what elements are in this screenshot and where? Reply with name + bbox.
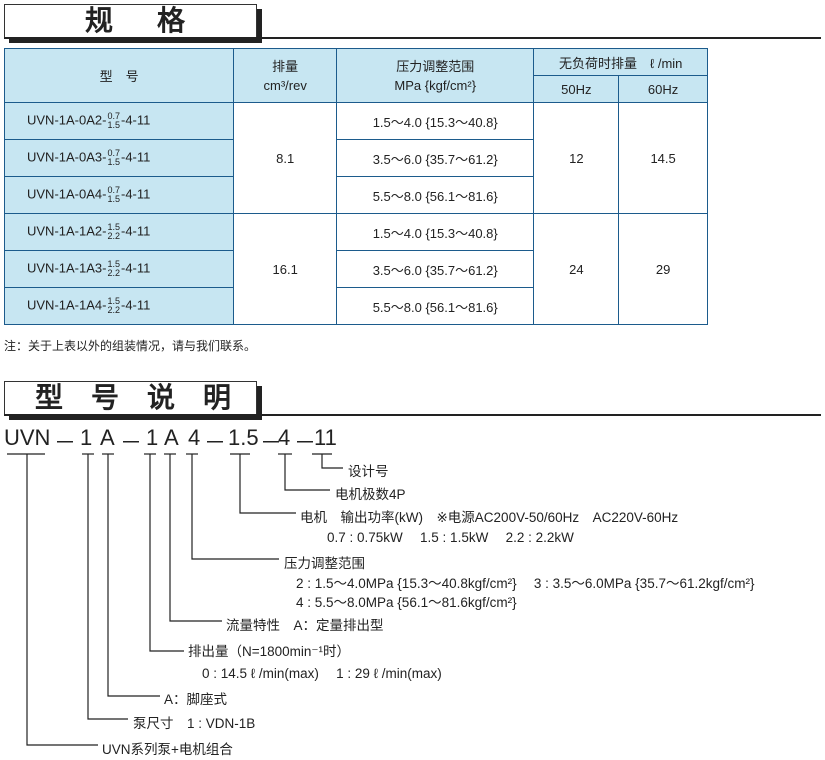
pressure-cell: 1.5～4.0 {15.3～40.8} <box>336 213 535 251</box>
label-pressure-options-1: 2 : 1.5～4.0MPa {15.3～40.8kgf/cm²} 3 : 3.… <box>296 576 755 591</box>
label-motor-options: 0.7 : 0.75kW 1.5 : 1.5kW 2.2 : 2.2kW <box>327 530 574 545</box>
spec-table: 型 号 排量 cm³/rev 压力调整范围 MPa {kgf/cm²} 无负荷时… <box>3 48 708 325</box>
header-displacement: 排量 cm³/rev <box>233 48 338 103</box>
section-title-char: 规 <box>85 4 114 37</box>
label-displacement-options: 0 : 14.5 ℓ /min(max) 1 : 29 ℓ /min(max) <box>202 666 442 681</box>
header-displacement-label: 排量 <box>272 58 299 74</box>
table-note: 注：关于上表以外的组装情况，请与我们联系。 <box>4 339 257 353</box>
section-title-char: 说 <box>147 381 176 414</box>
displacement-cell: 8.1 <box>233 102 338 214</box>
section-title-char: 型 <box>35 381 64 414</box>
label-pressure-options-2: 4 : 5.5～8.0MPa {56.1～81.6kgf/cm²} <box>296 595 517 610</box>
code-part: － <box>54 430 77 455</box>
header-displacement-unit: cm³/rev <box>263 77 307 93</box>
pressure-cell: 5.5～8.0 {56.1～81.6} <box>336 287 535 325</box>
section-title-char: 格 <box>157 4 186 37</box>
header-60hz: 60Hz <box>618 75 708 103</box>
section-rule <box>4 414 821 416</box>
code-part: 1 <box>80 425 93 450</box>
label-pressure: 压力调整范围 <box>284 556 365 571</box>
code-part: 4 <box>188 425 201 450</box>
label-series: UVN系列泵+电机组合 <box>102 742 233 757</box>
code-part: － <box>120 430 143 455</box>
header-pressure-unit: MPa {kgf/cm²} <box>394 77 477 93</box>
section-title-char: 号 <box>91 381 120 414</box>
leader-flow <box>169 454 222 622</box>
section-title-char: 明 <box>203 381 232 414</box>
leader-series <box>26 454 98 746</box>
code-part: 1 <box>146 425 159 450</box>
label-displacement: 排出量（N=1800min⁻¹时） <box>188 644 351 659</box>
label-flow: 流量特性 A：定量排出型 <box>226 618 384 633</box>
displacement-cell: 16.1 <box>233 213 338 325</box>
code-part: A <box>164 425 179 450</box>
leader-size <box>87 454 128 720</box>
leader-motor <box>239 454 296 514</box>
leader-mount <box>107 454 160 697</box>
code-part: 4 <box>278 425 291 450</box>
label-mount: A：脚座式 <box>164 692 228 707</box>
header-50hz: 50Hz <box>533 75 620 103</box>
label-design: 设计号 <box>348 464 389 479</box>
section-header-spec: 规 格 <box>4 4 257 38</box>
pressure-cell: 3.5～6.0 {35.7～61.2} <box>336 139 535 177</box>
hz50-cell: 24 <box>533 213 620 325</box>
leader-disp <box>149 454 184 652</box>
code-part: A <box>100 425 115 450</box>
label-size: 泵尺寸 1 : VDN-1B <box>133 716 256 731</box>
section-rule <box>4 37 821 39</box>
label-motor: 电机 输出功率(kW) ※电源AC200V-50/60Hz AC220V-60H… <box>300 510 679 525</box>
header-pressure-label: 压力调整范围 <box>396 58 475 74</box>
hz60-cell: 29 <box>618 213 708 325</box>
code-part: － <box>204 430 227 455</box>
header-pressure: 压力调整范围 MPa {kgf/cm²} <box>336 48 535 103</box>
code-part: － <box>294 430 317 455</box>
leader-poles <box>284 454 330 491</box>
pressure-cell: 1.5～4.0 {15.3～40.8} <box>336 102 535 140</box>
leader-pressure <box>191 454 279 560</box>
code-part: － <box>260 430 283 455</box>
leader-design <box>321 454 343 469</box>
code-part: 1.5 <box>228 425 259 450</box>
label-poles: 电机极数4P <box>335 487 406 502</box>
header-model: 型 号 <box>3 48 235 103</box>
code-part: UVN <box>4 425 51 450</box>
code-part: 11 <box>314 425 337 450</box>
